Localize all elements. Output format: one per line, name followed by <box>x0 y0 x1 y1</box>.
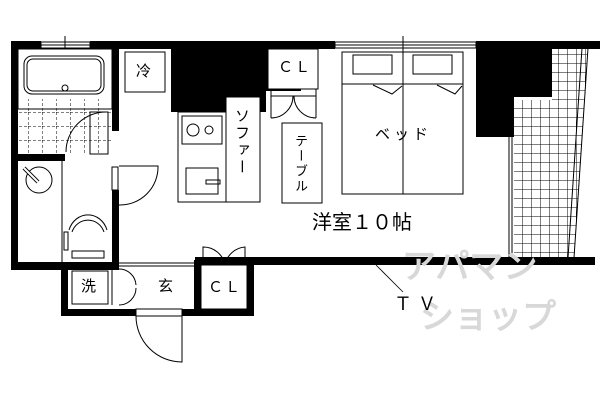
watermark-line1: アパマン <box>402 247 538 287</box>
table-shape <box>281 122 323 204</box>
tv-label: ＴＶ <box>394 294 442 315</box>
toilet-area <box>22 161 159 262</box>
washer-label: 洗 <box>81 277 97 295</box>
entrance <box>71 246 248 363</box>
fridge-label: 冷 <box>136 62 152 80</box>
bathroom-floor <box>18 99 112 154</box>
windows <box>40 36 477 55</box>
closet-top-label: ＣＬ <box>278 58 313 76</box>
closet-bottom-label: ＣＬ <box>208 278 243 296</box>
bed-shape <box>341 36 464 195</box>
watermark-line2: ショップ <box>420 297 556 337</box>
fridge-box <box>124 51 166 93</box>
entrance-label: 玄 <box>158 277 174 295</box>
kitchen <box>177 111 227 203</box>
main-room-label: 洋室１０帖 <box>312 210 412 234</box>
sofa-label: ソファー <box>233 108 251 176</box>
table-label: テーブル <box>292 134 307 194</box>
bed-label: ベッド <box>375 125 433 143</box>
tv-leader <box>375 264 404 293</box>
balcony <box>508 47 589 259</box>
closet-top-box <box>267 48 319 90</box>
sofa-shape <box>225 96 261 203</box>
